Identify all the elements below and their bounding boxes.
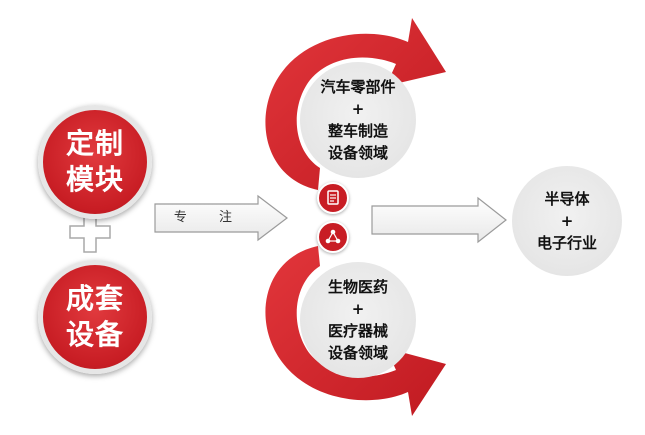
biomedical-line-1: 生物医药 [327, 278, 388, 296]
biomedical-line-3: 医疗器械 [327, 322, 388, 340]
bottom-cycle-arrow [265, 246, 446, 416]
complete-equipment-circle: 成套 设备 [38, 260, 152, 374]
automotive-line-4: 设备领域 [327, 144, 388, 162]
complete-equipment-line-1: 成套 [65, 282, 124, 315]
plus-icon [69, 211, 111, 253]
document-icon [317, 182, 349, 214]
automotive-line-3: 整车制造 [327, 122, 388, 140]
semiconductor-line-2: + [560, 212, 574, 230]
complete-equipment-line-2: 设备 [65, 318, 124, 351]
focus-label: 专 注 [173, 210, 247, 225]
focus-arrow [154, 194, 288, 242]
custom-module-circle: 定制 模块 [38, 105, 152, 219]
automotive-line-1: 汽车零部件 [320, 78, 396, 96]
biomedical-line-4: 设备领域 [327, 344, 388, 362]
automotive-line-2: + [351, 100, 365, 118]
custom-module-line-1: 定制 [65, 127, 124, 160]
semiconductor-line-1: 半导体 [544, 190, 590, 208]
automotive-circle: 汽车零部件 + 整车制造 设备领域 [300, 62, 416, 178]
top-cycle-arrow [265, 18, 446, 190]
custom-module-line-2: 模块 [65, 163, 124, 196]
semiconductor-circle: 半导体 + 电子行业 [512, 166, 622, 276]
semiconductor-line-3: 电子行业 [536, 234, 597, 252]
biomedical-circle: 生物医药 + 医疗器械 设备领域 [300, 262, 416, 378]
biomedical-line-2: + [351, 300, 365, 318]
network-icon [317, 221, 349, 253]
target-arrow [371, 196, 507, 244]
